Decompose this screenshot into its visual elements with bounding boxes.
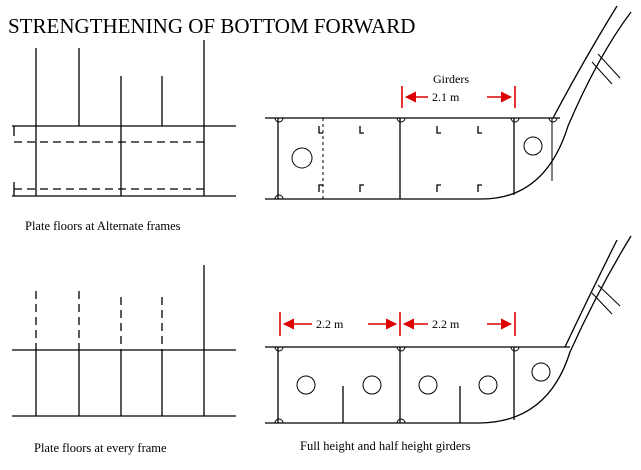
- girder-spacing-top: 2.1 m: [432, 90, 460, 104]
- alternate-frames-caption: Plate floors at Alternate frames: [25, 219, 181, 233]
- diagram-title: STRENGTHENING OF BOTTOM FORWARD: [8, 14, 415, 38]
- every-frame-caption: Plate floors at every frame: [34, 441, 167, 455]
- alternate-frames-plan: [12, 40, 236, 197]
- girder-spacing-arrows-bottom: [279, 312, 516, 336]
- girders-label: Girders: [433, 72, 469, 86]
- every-frame-plan: [12, 265, 236, 417]
- girder-spacing-bottom-1: 2.2 m: [316, 317, 344, 331]
- girder-spacing-arrow-top: [401, 86, 516, 108]
- girders-section-top: [265, 5, 632, 200]
- girder-spacing-bottom-2: 2.2 m: [432, 317, 460, 331]
- girders-caption: Full height and half height girders: [300, 439, 471, 453]
- girders-section-bottom: [265, 235, 632, 424]
